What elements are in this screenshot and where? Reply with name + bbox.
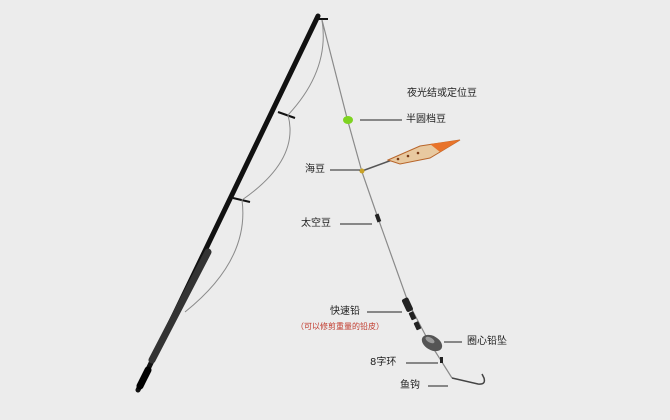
space-bean [374, 213, 382, 223]
label-quick-lead-note: （可以修剪重量的铅皮） [296, 322, 384, 331]
rod-grip [148, 248, 212, 364]
half-round-stopper [343, 116, 353, 124]
sinker-highlight [425, 336, 435, 344]
rod-butt [136, 366, 152, 390]
sea-bean [359, 168, 365, 174]
label-top: 夜光结或定位豆 [407, 88, 477, 99]
hook [451, 373, 486, 385]
reel-line [184, 19, 324, 313]
swivel [440, 357, 443, 363]
label-quick-lead: 快速铅 [330, 306, 360, 317]
label-hollow-sinker: 圈心铅坠 [467, 336, 507, 347]
label-half-round-stopper: 半圆档豆 [406, 114, 446, 125]
rod-guide [277, 111, 296, 119]
label-sea-bean: 海豆 [305, 164, 325, 175]
label-space-bean: 太空豆 [301, 218, 331, 229]
float [361, 139, 461, 172]
quick-lead [401, 297, 422, 331]
label-hook: 鱼钩 [400, 380, 420, 391]
label-swivel: 8字环 [370, 357, 397, 368]
